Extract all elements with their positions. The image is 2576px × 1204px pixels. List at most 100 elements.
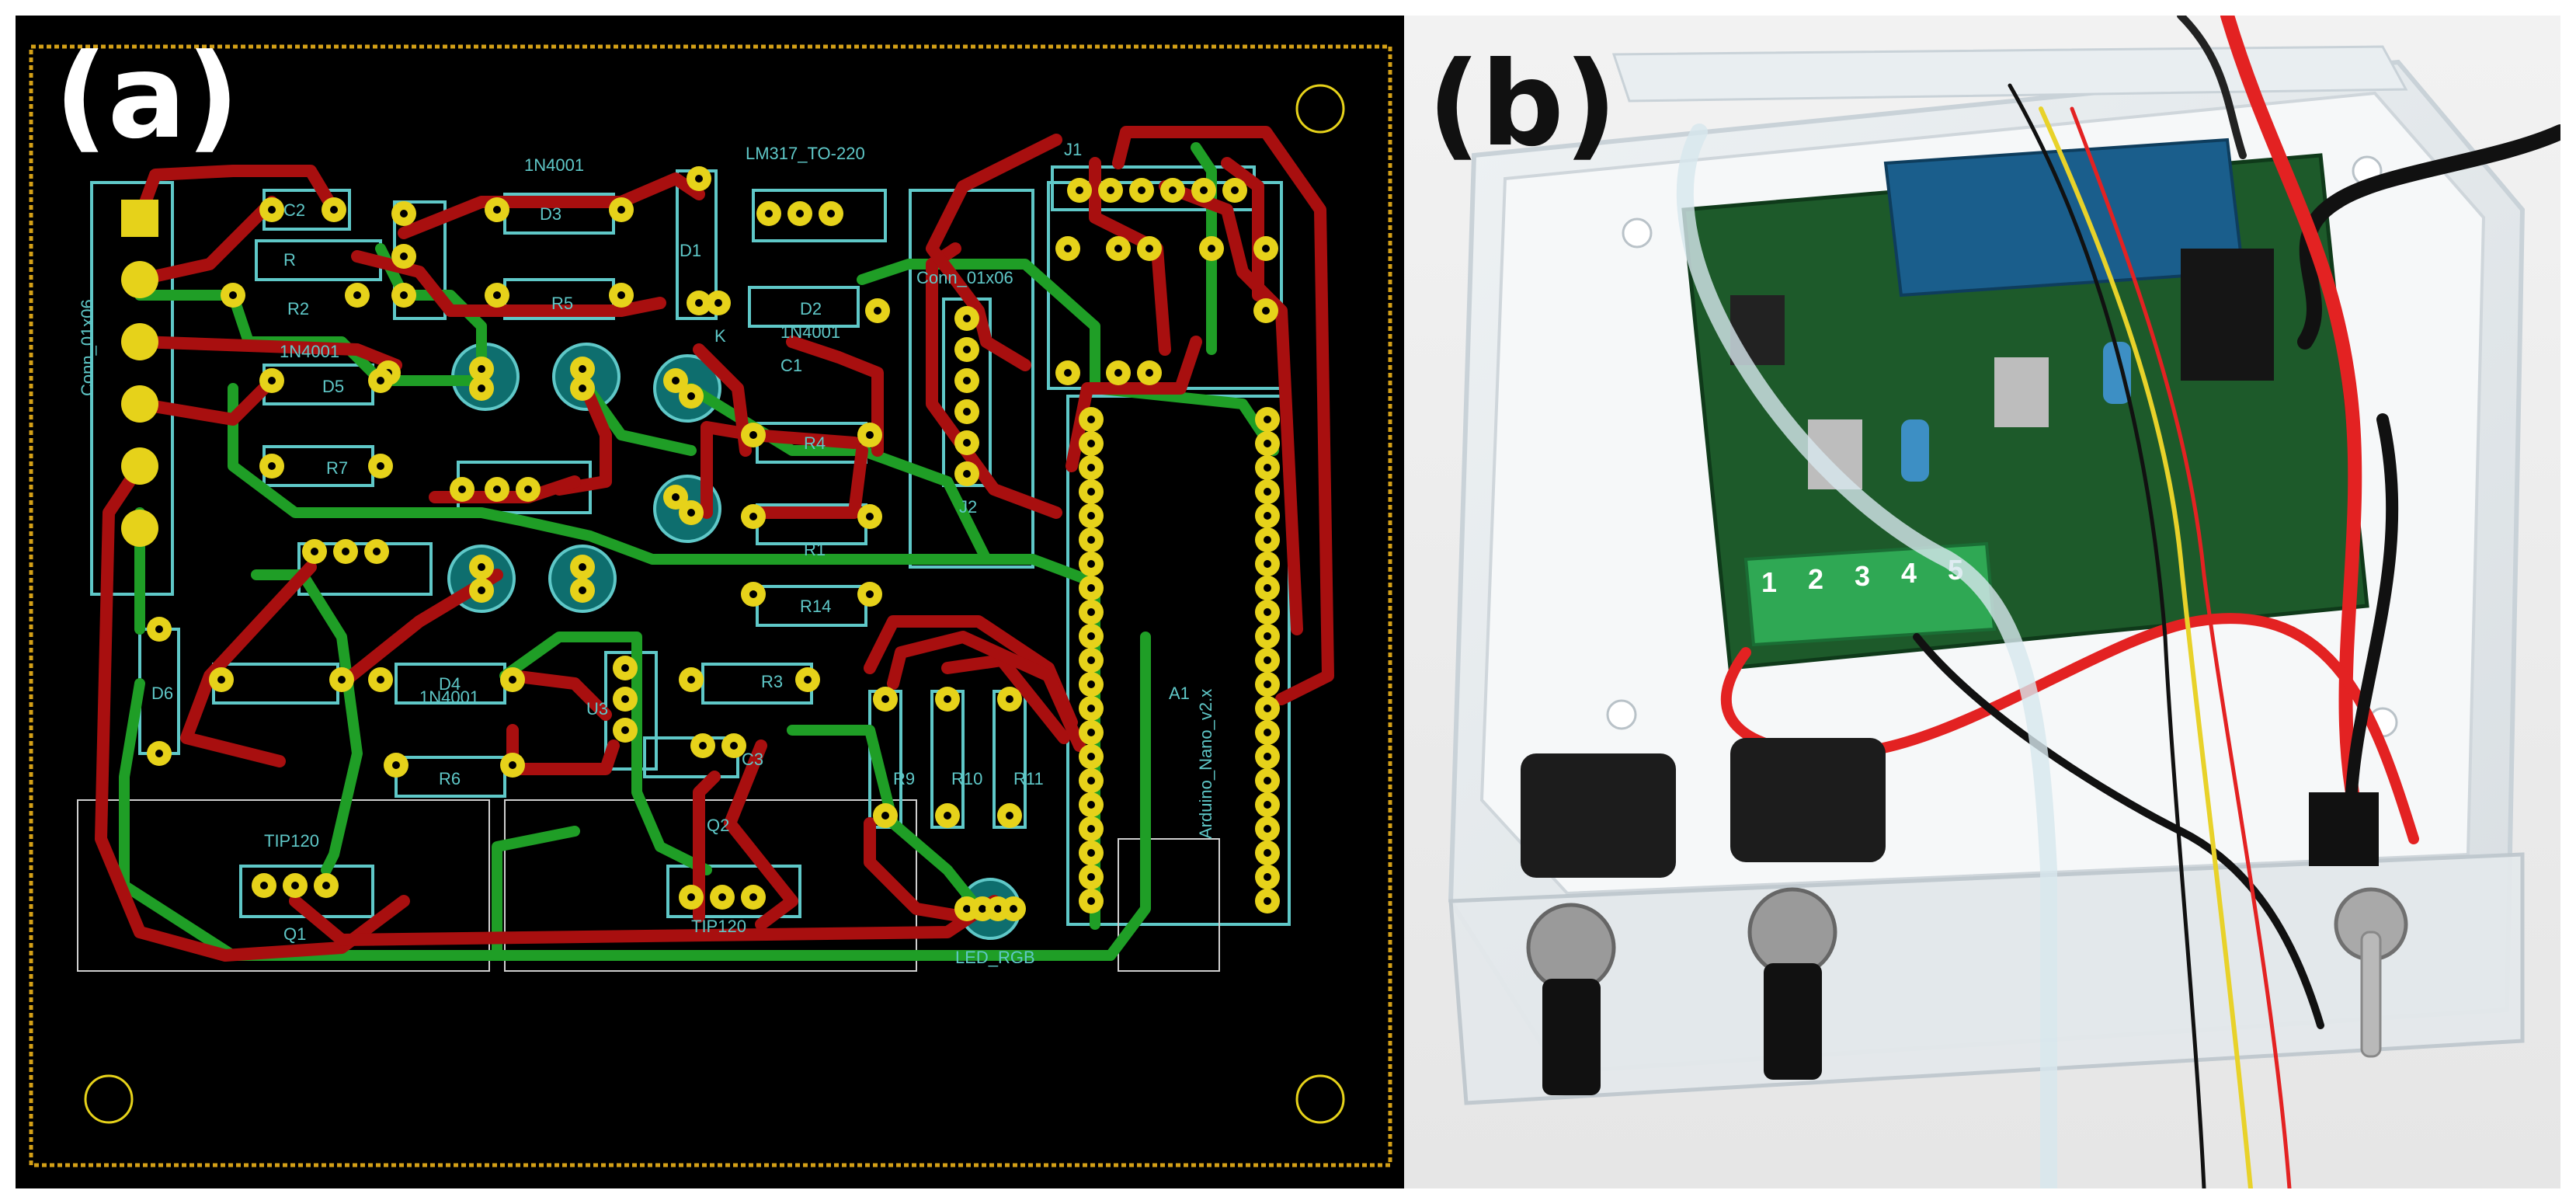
drill-hole [229, 291, 237, 299]
trace [251, 569, 363, 875]
drill-hole [1087, 825, 1095, 833]
pad-layer [147, 166, 1280, 921]
drill-hole [730, 742, 738, 750]
trace [926, 242, 1062, 519]
wire-yellow [2039, 106, 2253, 1188]
drill-hole [377, 462, 384, 470]
ref-label: J2 [959, 497, 977, 517]
trace [700, 421, 860, 519]
value-label: Conn_01x06 [916, 268, 1013, 287]
drill-hole [353, 291, 361, 299]
wire-red-thick [2220, 16, 2374, 861]
ref-label: D1 [680, 241, 701, 260]
wire-black [1913, 633, 2324, 1029]
usb-outline [1118, 838, 1220, 972]
drill-hole [478, 563, 485, 571]
drill-hole [1262, 245, 1270, 252]
drill-hole [1264, 464, 1271, 472]
drill-hole [1087, 608, 1095, 616]
drill-hole [1208, 245, 1215, 252]
pot-nut [1747, 887, 1837, 977]
terminal-body [1743, 541, 1997, 647]
drill-hole [1145, 369, 1153, 377]
ref-label: D6 [151, 684, 173, 703]
drill-hole [1264, 849, 1271, 857]
drill-hole [1264, 680, 1271, 688]
value-label: TIP120 [264, 831, 319, 851]
drill-hole [268, 377, 276, 385]
drill-hole [1264, 729, 1271, 736]
mounting-hole [84, 1074, 134, 1124]
drill-hole [1262, 307, 1270, 315]
drill-hole [338, 676, 346, 684]
capacitor [1901, 419, 1929, 482]
drill-hole [796, 210, 804, 217]
trace [864, 817, 969, 923]
pot-nut [1526, 903, 1616, 993]
drill-hole [1264, 777, 1271, 785]
drill-hole [155, 625, 163, 633]
drill-hole [749, 893, 757, 901]
drill-hole [155, 750, 163, 757]
pcb-layout-panel: C2 R2 D3 D5 R5 R7 D2 C1 R4 R1 R14 R3 R6 … [16, 16, 1404, 1188]
drill-hole [268, 462, 276, 470]
trace [375, 243, 487, 386]
drill-hole [1087, 705, 1095, 712]
drill-hole [866, 590, 874, 598]
terminal-block: 1 2 3 4 5 [1743, 541, 1997, 647]
trace [1221, 157, 1264, 301]
drill-hole [400, 291, 408, 299]
drill-hole [1264, 753, 1271, 760]
drill-hole [268, 206, 276, 214]
resistor-outline [701, 663, 813, 705]
pad [121, 447, 158, 485]
pad [121, 510, 158, 547]
value-label: 1N4001 [419, 687, 479, 707]
drill-hole [699, 742, 707, 750]
drill-hole [1076, 186, 1083, 194]
potentiometer-left [1521, 753, 1676, 1095]
drill-hole [979, 905, 986, 913]
value-label: Conn_01x06 [78, 299, 97, 396]
terminal-number: 1 [1761, 566, 1777, 598]
drill-hole [1264, 536, 1271, 544]
ref-label: R11 [1013, 769, 1044, 788]
drill-hole [579, 586, 586, 594]
drill-hole [1087, 873, 1095, 881]
drill-hole [478, 586, 485, 594]
ref-label: C3 [742, 750, 763, 769]
enclosure-photo: 1 2 3 4 5 [1404, 16, 2560, 1188]
drill-hole [1010, 905, 1017, 913]
trace [1066, 336, 1202, 472]
value-label: R [283, 250, 296, 270]
trace [1112, 126, 1334, 705]
drill-hole [1264, 632, 1271, 640]
pad [121, 385, 158, 423]
drill-hole [373, 548, 381, 555]
drill-hole [1087, 488, 1095, 496]
drill-hole [1264, 512, 1271, 520]
drill-hole [1087, 512, 1095, 520]
drill-hole [687, 509, 695, 517]
drill-hole [478, 385, 485, 392]
drill-hole [392, 761, 400, 769]
panel-label-a: (a) [54, 30, 240, 165]
drill-hole [1107, 186, 1114, 194]
trace [95, 460, 410, 962]
drill-hole [1264, 656, 1271, 664]
pad [121, 323, 158, 360]
trace [506, 724, 620, 775]
drill-hole [377, 676, 384, 684]
drill-hole [1264, 608, 1271, 616]
ref-label: C2 [283, 200, 305, 220]
trace [134, 336, 402, 371]
value-label: 1N4001 [780, 322, 840, 342]
ref-label: D5 [322, 377, 344, 396]
wire-red-thin [2070, 106, 2292, 1188]
drill-hole [1087, 464, 1095, 472]
drill-hole [881, 812, 889, 819]
mounting-hole [1295, 1074, 1345, 1124]
drill-hole [579, 385, 586, 392]
terminal-number: 2 [1808, 563, 1823, 595]
value-label: 1N4001 [524, 155, 584, 175]
